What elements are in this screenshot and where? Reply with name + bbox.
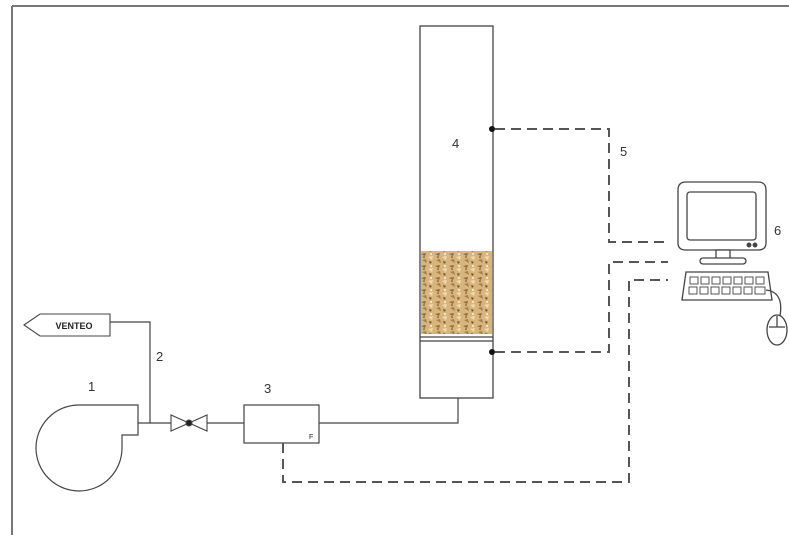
vent-label: VENTEO — [55, 321, 92, 331]
computer — [678, 182, 787, 345]
valve — [171, 415, 207, 431]
label-column: 4 — [452, 136, 459, 151]
upper-sensor-port — [489, 126, 495, 132]
page-frame — [12, 6, 789, 535]
label-signal: 5 — [620, 144, 627, 159]
label-blower: 1 — [88, 379, 95, 394]
vent-tag: VENTEO — [24, 314, 110, 336]
label-flowmeter: 3 — [264, 381, 271, 396]
flowmeter-mark: F — [309, 434, 313, 441]
label-pipe: 2 — [156, 349, 163, 364]
blower — [36, 405, 138, 491]
label-computer: 6 — [774, 223, 781, 238]
packed-bed — [421, 251, 492, 334]
packed-column — [420, 26, 495, 398]
flowmeter: F — [244, 405, 319, 443]
lower-sensor-port — [489, 349, 495, 355]
